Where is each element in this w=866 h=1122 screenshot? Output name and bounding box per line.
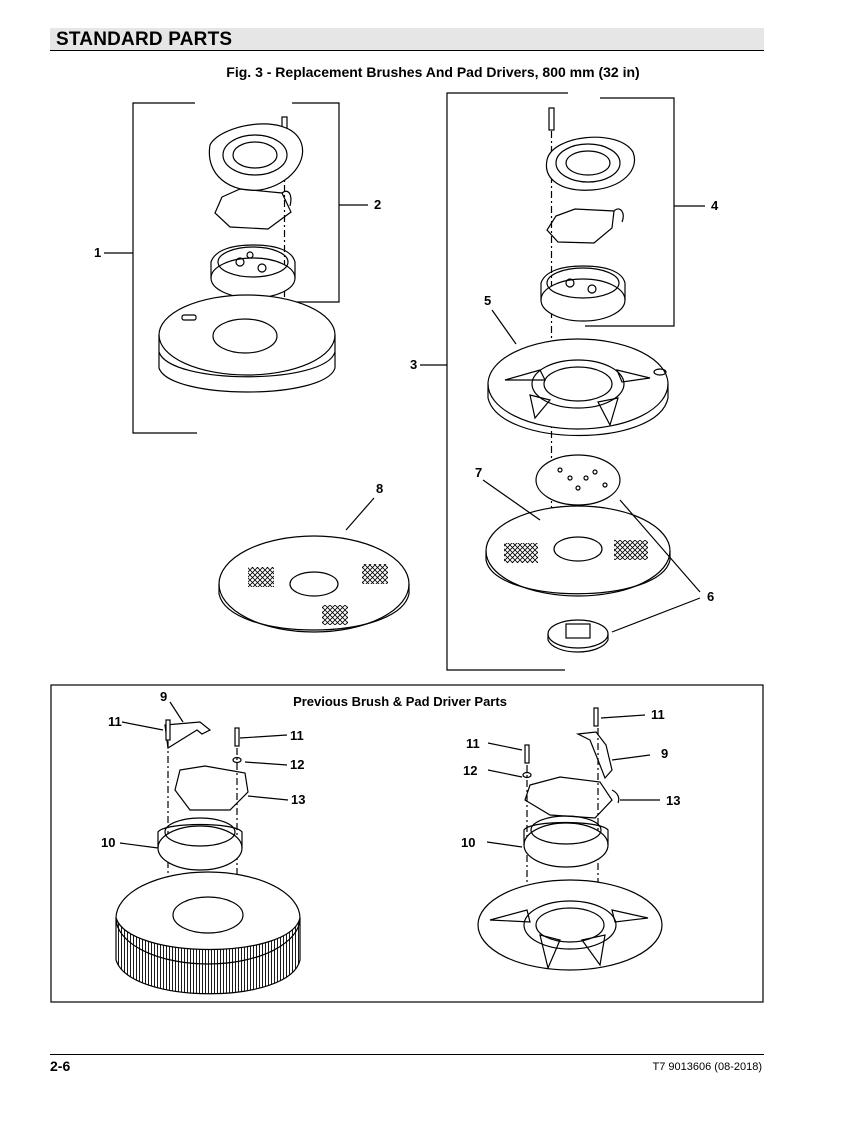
- prev-left-callout-11b: 11: [290, 728, 304, 743]
- previous-right-assembly: [477, 707, 663, 971]
- prev-left-callout-9: 9: [160, 689, 167, 704]
- prev-left-callout-12: 12: [290, 757, 304, 772]
- footer-rule: [50, 1054, 764, 1055]
- prev-right-callout-10: 10: [461, 835, 475, 850]
- callout-5: 5: [484, 293, 491, 308]
- document-id: T7 9013606 (08-2018): [652, 1061, 762, 1073]
- page-number: 2-6: [50, 1058, 71, 1074]
- prev-right-callout-11a: 11: [466, 736, 480, 751]
- prev-left-callout-13: 13: [291, 792, 305, 807]
- callout-1: 1: [94, 245, 101, 260]
- section-title: STANDARD PARTS: [56, 29, 233, 50]
- prev-right-callout-12: 12: [463, 763, 477, 778]
- prev-left-callout-11a: 11: [108, 714, 122, 729]
- prev-left-callout-10: 10: [101, 835, 115, 850]
- prev-right-callout-13: 13: [666, 793, 680, 808]
- figure-callouts: 1 2 3 4 5 6 7 8: [94, 197, 719, 604]
- previous-left-assembly: [115, 701, 301, 995]
- previous-left-callouts: 9 11 11 12 13 10: [101, 689, 305, 850]
- pad-8: [218, 497, 410, 633]
- left-brush-assembly: [104, 102, 368, 434]
- callout-4: 4: [711, 198, 719, 213]
- section-header-bar: [50, 28, 764, 51]
- callout-7: 7: [475, 465, 482, 480]
- right-pad-driver-assembly: [420, 92, 705, 671]
- previous-parts-title: Previous Brush & Pad Driver Parts: [293, 694, 507, 709]
- prev-right-callout-11b: 11: [651, 707, 665, 722]
- prev-right-callout-9: 9: [661, 746, 668, 761]
- callout-3: 3: [410, 357, 417, 372]
- callout-2: 2: [374, 197, 381, 212]
- previous-right-callouts: 11 11 9 12 13 10: [461, 707, 680, 850]
- figure-caption: Fig. 3 - Replacement Brushes And Pad Dri…: [226, 64, 640, 80]
- callout-6: 6: [707, 589, 714, 604]
- previous-parts-frame: [50, 684, 764, 1003]
- callout-8: 8: [376, 481, 383, 496]
